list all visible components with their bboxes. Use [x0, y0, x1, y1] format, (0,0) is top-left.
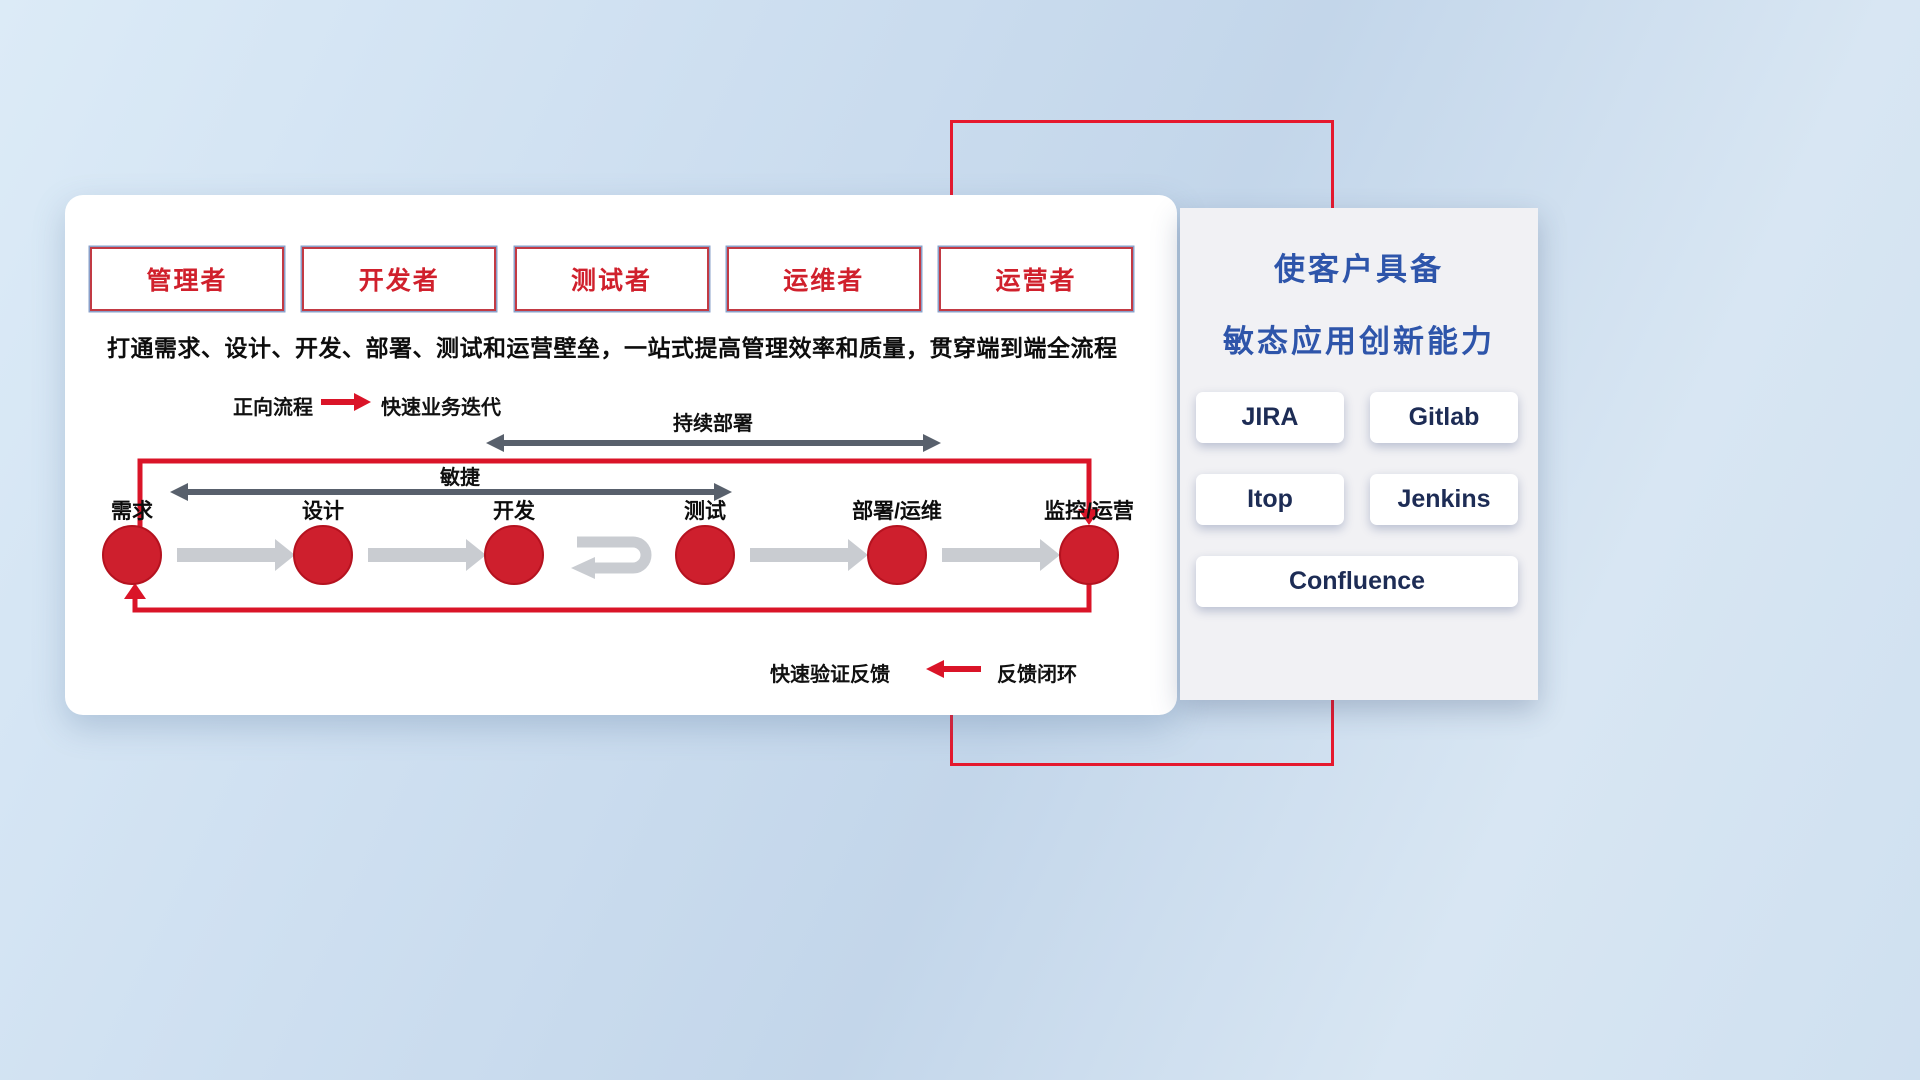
tool-label: JIRA [1241, 403, 1299, 431]
tool-label: Jenkins [1397, 485, 1491, 513]
subtitle: 打通需求、设计、开发、部署、测试和运营壁垒，一站式提高管理效率和质量，贯穿端到端… [107, 335, 1118, 361]
tool-grid: JIRA Gitlab Itop Jenkins Confluence [1196, 392, 1518, 607]
role-boxes-row: 管理者 开发者 测试者 运维者 运营者 [90, 247, 1133, 311]
role-box-tester: 测试者 [514, 247, 709, 311]
role-label: 运营者 [995, 267, 1077, 295]
capability-panel: 使客户具备 敏态应用创新能力 JIRA Gitlab Itop Jenkins … [1180, 208, 1538, 700]
flow-diagram-graphics [102, 393, 1119, 678]
role-box-manager: 管理者 [90, 247, 284, 311]
stage-circles [102, 525, 1119, 585]
stage-arrow-icons [177, 539, 1060, 571]
stage-label-test: 测试 [684, 500, 726, 523]
continuous-deploy-label: 持续部署 [673, 413, 753, 435]
legend-arrows [321, 393, 981, 678]
role-box-operator: 运营者 [939, 247, 1133, 311]
tool-itop: Itop [1196, 474, 1344, 525]
tool-label: Gitlab [1408, 403, 1480, 431]
agile-label: 敏捷 [440, 467, 480, 489]
role-box-ops: 运维者 [726, 247, 921, 311]
feedback-loop-arrowheads [124, 509, 1100, 599]
role-label: 测试者 [570, 267, 652, 295]
tool-label: Itop [1247, 485, 1293, 513]
feedback-desc: 快速验证反馈 [770, 664, 890, 686]
role-label: 开发者 [358, 267, 440, 295]
legend-forward-label: 正向流程 [233, 397, 313, 419]
iteration-uturn-icon [571, 536, 652, 579]
feedback-loop-lines [132, 458, 1092, 613]
role-label: 运维者 [783, 267, 865, 295]
stage-label-design: 设计 [302, 500, 344, 523]
stage-label-monitor-ops: 监控/运营 [1044, 500, 1134, 523]
panel-title-line1: 使客户具备 [1274, 252, 1444, 287]
tool-confluence: Confluence [1196, 556, 1518, 607]
feedback-label: 反馈闭环 [997, 664, 1077, 686]
role-label: 管理者 [146, 267, 228, 295]
tool-gitlab: Gitlab [1370, 392, 1518, 443]
span-arrows [187, 440, 925, 495]
stage-label-requirements: 需求 [111, 500, 153, 523]
tool-label: Confluence [1288, 567, 1426, 595]
devops-flow-card: 管理者 开发者 测试者 运维者 运营者 打通需求、设计、开发、部署、测试和运营壁… [65, 195, 1177, 715]
tool-jira: JIRA [1196, 392, 1344, 443]
legend-forward-desc: 快速业务迭代 [381, 397, 501, 419]
stage-label-deploy-ops: 部署/运维 [852, 500, 942, 523]
tool-jenkins: Jenkins [1370, 474, 1518, 525]
role-box-developer: 开发者 [302, 247, 497, 311]
panel-title-line2: 敏态应用创新能力 [1223, 324, 1495, 359]
stage-label-develop: 开发 [493, 500, 535, 523]
span-arrowheads [170, 434, 941, 501]
